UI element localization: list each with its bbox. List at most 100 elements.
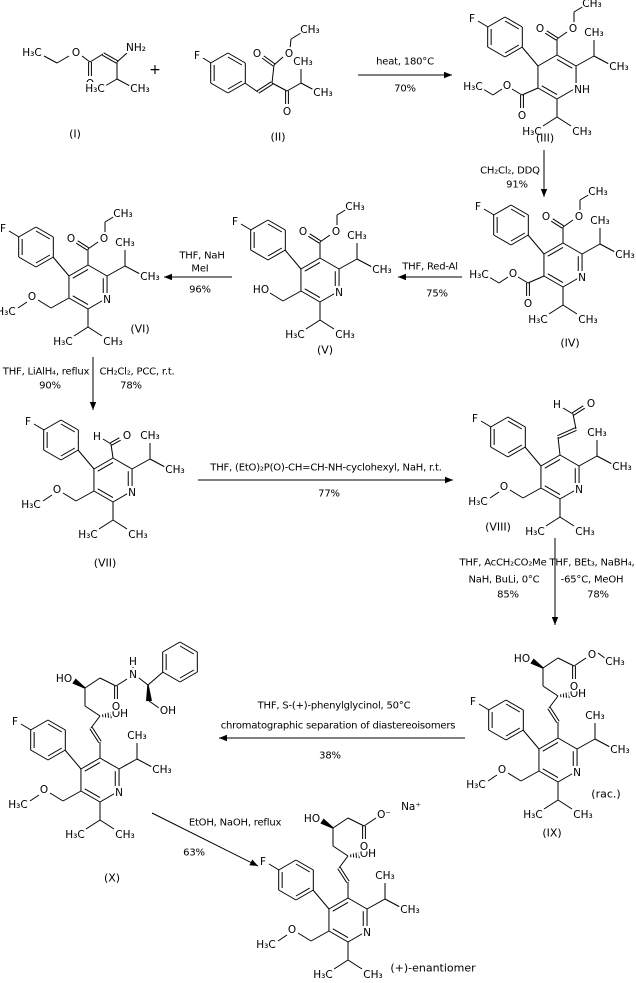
bond-line — [527, 234, 545, 255]
bond-line — [319, 257, 340, 270]
atom-label: CH₃ — [578, 314, 597, 326]
bond-line — [493, 204, 512, 216]
atom-label: O — [498, 764, 506, 776]
bond-line — [37, 299, 52, 309]
bond-line — [136, 758, 153, 768]
bond-line — [507, 416, 526, 428]
step7-condition-left-line1: THF, AcCH₂CO₂Me — [459, 557, 547, 569]
bond-line — [510, 204, 529, 216]
bond-line — [62, 790, 82, 802]
bond-line — [47, 723, 63, 733]
atom-label: CH₃ — [590, 215, 609, 227]
bond-line — [77, 449, 95, 470]
bond-line — [336, 208, 348, 216]
bond-line — [267, 249, 286, 261]
reaction-arrow-4 — [164, 273, 232, 281]
bond-line — [521, 46, 539, 67]
bond-line — [509, 489, 524, 499]
bond-line — [42, 494, 53, 502]
bond-line — [305, 319, 321, 330]
bond-line — [562, 407, 574, 415]
atom-label: N — [573, 767, 581, 779]
atom-label: CH₃ — [584, 27, 603, 39]
bond-line — [87, 241, 99, 250]
atom-label: O — [283, 106, 291, 118]
step6-condition: THF, (EtO)₂P(O)-CH=CH-NH-cyclohexyl, NaH… — [210, 462, 442, 474]
bond-line — [542, 685, 559, 697]
step8-condition-line1: THF, S-(+)-phenylglycinol, 50°C — [257, 700, 411, 712]
bond-line — [147, 671, 164, 686]
bond-line — [93, 490, 114, 503]
bond-line — [99, 757, 120, 770]
bond-line — [289, 38, 292, 50]
bond-line — [77, 240, 90, 249]
bond-line — [258, 83, 274, 94]
atom-label: H₃C — [523, 809, 542, 821]
bond-line — [210, 82, 229, 94]
bond-line — [332, 817, 349, 829]
bond-line — [309, 233, 322, 242]
step8-yield: 38% — [319, 750, 341, 762]
bond-line — [263, 55, 276, 65]
atom-label: CH₃ — [582, 0, 601, 10]
atom-label: N — [335, 287, 343, 299]
atom-label: O — [285, 48, 293, 60]
atom-label: O — [588, 649, 596, 661]
bond-line — [87, 264, 108, 277]
step5-condition-right: CH₂Cl₂, PCC, r.t. — [99, 366, 175, 378]
bond-line — [151, 812, 259, 867]
atom-label: N — [578, 272, 586, 284]
bond-line — [556, 58, 573, 69]
bond-line — [478, 703, 490, 711]
bond-line — [89, 728, 100, 744]
bond-line — [552, 218, 565, 227]
bond-line — [543, 242, 564, 255]
atom-label: O — [40, 784, 48, 796]
bond-line — [521, 87, 539, 96]
bond-line — [562, 275, 583, 288]
atom-label: N — [129, 669, 137, 681]
bond-line — [104, 215, 116, 223]
atom-label: O — [123, 430, 131, 442]
arrow-head — [445, 476, 453, 484]
bond-line — [267, 219, 286, 231]
bond-line — [548, 304, 564, 315]
atom-label: CH₃ — [345, 201, 364, 213]
wedge-bond — [320, 818, 334, 829]
atom-label: OH — [112, 708, 128, 720]
bond-line — [20, 723, 32, 731]
bond-line — [102, 54, 117, 64]
atom-label: H — [129, 656, 137, 668]
atom-label: OH — [360, 848, 376, 860]
reaction-arrow-8 — [219, 734, 465, 742]
bond-line — [179, 645, 195, 655]
bond-line — [304, 261, 321, 272]
bond-line — [562, 219, 574, 228]
bond-line — [110, 443, 114, 459]
atom-label: N — [103, 294, 111, 306]
bond-line — [8, 230, 20, 238]
atom-label: OH — [570, 688, 586, 700]
arrow-head — [398, 273, 406, 281]
bond-line — [328, 897, 349, 910]
bond-line — [576, 738, 596, 750]
bond-line — [118, 758, 138, 770]
bond-line — [319, 290, 340, 303]
atom-label: CH₃ — [575, 526, 594, 538]
bond-line — [35, 256, 54, 268]
bond-line — [575, 55, 595, 67]
label-compound-iii: (III) — [535, 131, 555, 145]
bond-line — [332, 845, 349, 857]
atom-label: CH₃ — [115, 829, 134, 841]
atom-label: H₃C — [313, 969, 332, 981]
bond-line — [60, 423, 76, 433]
bond-line — [87, 297, 108, 310]
bond-line — [489, 491, 500, 499]
atom-label: O — [72, 47, 80, 59]
bond-line — [511, 88, 523, 96]
step9-yield: 63% — [183, 847, 205, 859]
bond-line — [307, 235, 320, 244]
